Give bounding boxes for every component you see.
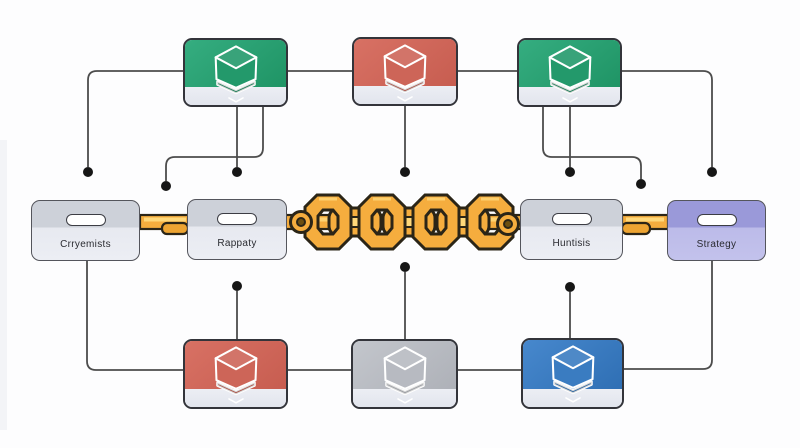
node-label: Strategy (696, 239, 737, 250)
node-crryemists[interactable]: Crryemists (31, 200, 140, 261)
chain-horizontal-links (327, 206, 491, 238)
node-label: Huntisis (552, 238, 591, 249)
node-label: Rappaty (217, 238, 257, 249)
cube-icon (214, 346, 257, 404)
cube-icon (548, 45, 591, 103)
base-band (185, 389, 286, 407)
node-strategy[interactable]: Strategy (667, 200, 766, 261)
node-red-cube-bottom[interactable] (183, 339, 288, 409)
node-huntisis[interactable]: Huntisis (520, 199, 623, 260)
node-green-cube-top-left[interactable] (183, 38, 288, 107)
node-gray-cube-bottom[interactable] (351, 339, 458, 409)
cube-icon (383, 44, 427, 102)
cube-icon (551, 345, 594, 403)
base-band (353, 389, 456, 407)
base-band (185, 87, 286, 105)
base-band (519, 87, 620, 105)
slot-indicator (696, 214, 737, 226)
node-rappaty[interactable]: Rappaty (187, 199, 287, 260)
node-red-cube-top[interactable] (352, 37, 458, 106)
base-band (354, 86, 456, 104)
node-green-cube-top-right[interactable] (517, 38, 622, 107)
chain-end-hooks (289, 210, 520, 236)
node-label: Crryemists (60, 239, 111, 250)
chain-links-icon (289, 193, 520, 251)
cube-icon (383, 346, 426, 404)
cube-icon (214, 45, 257, 103)
slot-indicator (551, 213, 592, 225)
node-blue-cube-bottom[interactable] (521, 338, 624, 409)
base-band (523, 388, 622, 407)
slot-indicator (217, 213, 257, 225)
slot-indicator (65, 214, 106, 226)
left-edge-shading (0, 140, 7, 430)
chain-rings (303, 193, 515, 251)
